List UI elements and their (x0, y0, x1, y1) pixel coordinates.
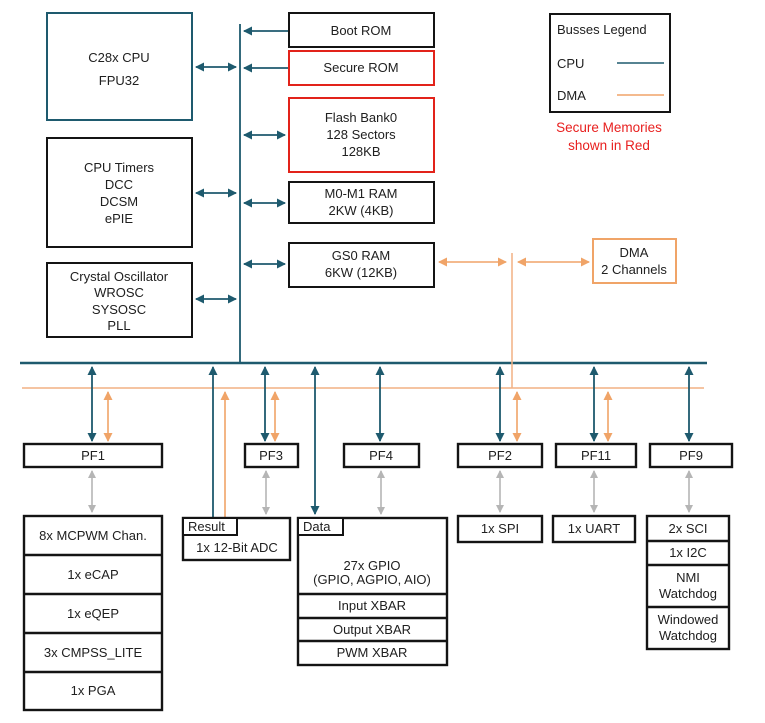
gpio-box (296, 516, 449, 667)
m0m1-size-label: 2KW (4KB) (328, 203, 393, 218)
uart-box (551, 514, 637, 544)
m0m1-ram-label: M0-M1 RAM (325, 186, 398, 201)
sysosc-label: SYSOSC (92, 302, 146, 317)
pf2-label: PF2 (488, 448, 512, 463)
flash-sectors-label: 128 Sectors (326, 127, 396, 142)
dcsm-label: DCSM (100, 194, 138, 209)
output-xbar-label: Output XBAR (333, 622, 411, 637)
gpio-data-tab (297, 517, 344, 536)
pf1-box (22, 442, 164, 469)
secure-rom-box (288, 50, 435, 86)
gs0-size-label: 6KW (12KB) (325, 265, 397, 280)
nmi-watchdog-label-line2: Watchdog (659, 586, 717, 601)
flash-bank0-box (288, 97, 435, 173)
sci-stack-box (645, 514, 731, 651)
spi-label: 1x SPI (481, 521, 519, 536)
pf11-label: PF11 (581, 448, 611, 463)
pll-label: PLL (107, 318, 130, 333)
secure-note-line1: Secure Memories (556, 120, 662, 135)
control-peripherals-box (22, 514, 164, 712)
legend-title: Busses Legend (557, 22, 647, 37)
windowed-watchdog-label-line2: Watchdog (659, 628, 717, 643)
pf9-box (648, 442, 734, 469)
legend-cpu-label: CPU (557, 56, 584, 71)
gs0-ram-box (288, 242, 435, 288)
sci-label: 2x SCI (668, 521, 707, 536)
fpu32-label: FPU32 (99, 73, 139, 88)
pf9-label: PF9 (679, 448, 703, 463)
adc-label: 1x 12-Bit ADC (196, 540, 278, 555)
pf4-label: PF4 (369, 448, 393, 463)
cmpss-label: 3x CMPSS_LITE (44, 645, 143, 660)
i2c-label: 1x I2C (669, 545, 707, 560)
gpio-types-label: (GPIO, AGPIO, AIO) (313, 572, 431, 587)
ecap-label: 1x eCAP (67, 567, 118, 582)
epie-label: ePIE (105, 211, 134, 226)
c28x-cpu-box (46, 12, 193, 121)
oscillator-box (46, 262, 193, 338)
secure-note-line2: shown in Red (568, 138, 650, 153)
windowed-watchdog-label-line1: Windowed (658, 612, 719, 627)
m0m1-ram-box (288, 181, 435, 224)
input-xbar-label: Input XBAR (338, 598, 406, 613)
pf11-box (554, 442, 638, 469)
dma-channels-label: 2 Channels (601, 262, 667, 277)
gpio-data-tab-label: Data (303, 519, 331, 534)
pf4-box (342, 442, 421, 469)
flash-bank0-label: Flash Bank0 (325, 110, 397, 125)
pf3-label: PF3 (259, 448, 283, 463)
spi-box (456, 514, 544, 544)
boot-rom-box (288, 12, 435, 48)
pwm-xbar-label: PWM XBAR (337, 645, 408, 660)
boot-rom-label: Boot ROM (331, 23, 392, 38)
gs0-ram-label: GS0 RAM (332, 248, 391, 263)
mcpwm-label: 8x MCPWM Chan. (39, 528, 147, 543)
dcc-label: DCC (105, 177, 133, 192)
dma-label: DMA (620, 245, 649, 260)
pf1-label: PF1 (81, 448, 105, 463)
pf3-box (243, 442, 300, 469)
cpu-timers-label: CPU Timers (84, 160, 155, 175)
gpio-count-label: 27x GPIO (343, 558, 400, 573)
crystal-osc-label: Crystal Oscillator (70, 269, 169, 284)
cpu-timers-box (46, 137, 193, 248)
uart-label: 1x UART (568, 521, 621, 536)
pga-label: 1x PGA (71, 683, 116, 698)
legend-dma-label: DMA (557, 88, 586, 103)
pf2-box (456, 442, 544, 469)
nmi-watchdog-label-line1: NMI (676, 570, 700, 585)
eqep-label: 1x eQEP (67, 606, 119, 621)
adc-result-tab-label: Result (188, 519, 225, 534)
wrosc-label: WROSC (94, 285, 144, 300)
adc-result-tab (182, 517, 238, 536)
secure-rom-label: Secure ROM (323, 60, 398, 75)
c28x-cpu-label: C28x CPU (88, 50, 149, 65)
dma-box (592, 238, 677, 284)
flash-size-label: 128KB (341, 144, 380, 159)
